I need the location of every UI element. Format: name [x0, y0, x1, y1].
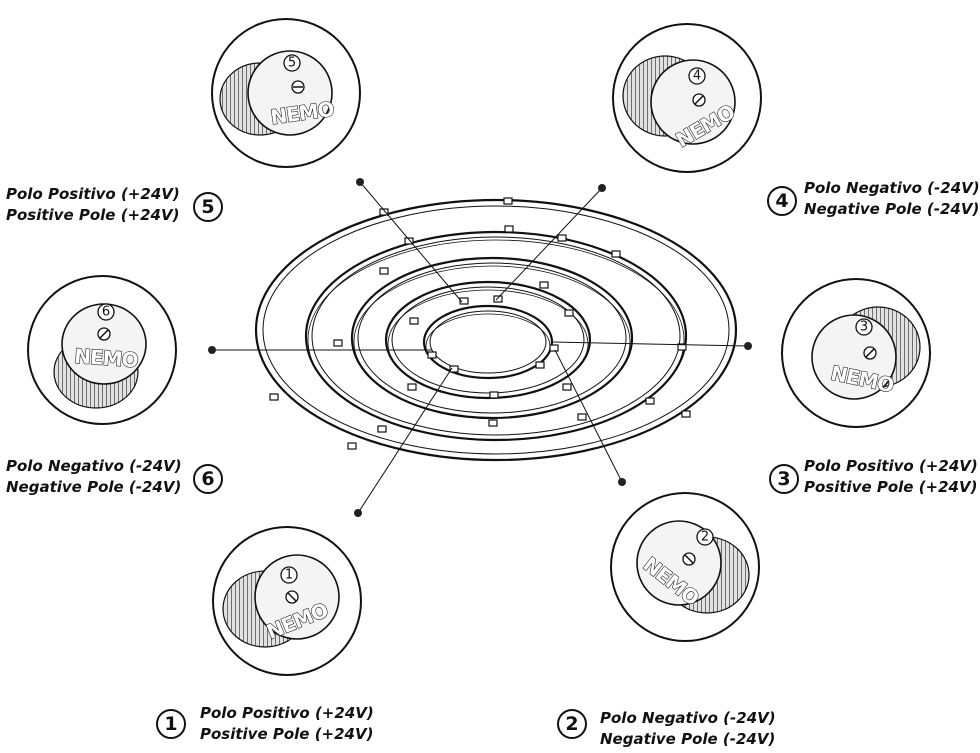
number-badge-text-6: 6 — [201, 468, 214, 490]
ring-fourth — [384, 280, 592, 400]
detail-view-5: 5 NEMO — [211, 18, 361, 168]
label-6-line1: Polo Negativo (-24V) — [6, 457, 182, 475]
number-badge-5 — [193, 192, 223, 222]
ring-inner — [422, 304, 554, 380]
number-badge-text-2: 2 — [565, 713, 578, 735]
cap-number-4: 4 — [693, 69, 701, 84]
detail-view-2: 2 NEMO — [610, 492, 760, 642]
cap-number-5: 5 — [288, 56, 296, 71]
label-1-line2: Positive Pole (+24V) — [200, 725, 373, 743]
wire-4 — [495, 187, 603, 301]
number-badge-text-3: 3 — [777, 468, 790, 490]
label-5-line2: Positive Pole (+24V) — [6, 206, 179, 224]
label-4-line2: Negative Pole (-24V) — [804, 200, 979, 218]
number-badge-3 — [769, 464, 799, 494]
detail-view-3: 3 NEMO — [781, 278, 931, 428]
terminal-2 — [618, 478, 626, 486]
ring-third — [350, 256, 634, 420]
label-6: 6 Polo Negativo (-24V) Negative Pole (-2… — [6, 457, 223, 496]
ring-joints — [269, 197, 691, 450]
label-3-line1: Polo Positivo (+24V) — [804, 457, 978, 475]
label-1-line1: Polo Positivo (+24V) — [200, 704, 374, 722]
brand-logo: NEMO — [74, 344, 139, 372]
detail-view-1: 1 NEMO — [212, 526, 362, 676]
detail-view-6: 6 NEMO — [27, 275, 177, 425]
label-1: 1 Polo Positivo (+24V) Positive Pole (+2… — [156, 704, 374, 743]
cap-number-3: 3 — [860, 320, 868, 335]
number-badge-text-4: 4 — [775, 190, 788, 212]
number-badge-text-5: 5 — [201, 196, 214, 218]
wire-1 — [357, 367, 453, 514]
number-badge-6 — [193, 464, 223, 494]
terminal-1 — [354, 509, 362, 517]
terminal-3 — [744, 342, 752, 350]
cap-number-1: 1 — [285, 568, 293, 583]
number-badge-2 — [557, 709, 587, 739]
label-5-line1: Polo Positivo (+24V) — [6, 185, 180, 203]
label-3-line2: Positive Pole (+24V) — [804, 478, 977, 496]
wire-2 — [554, 349, 623, 483]
wire-terminals — [208, 178, 752, 517]
terminal-6 — [208, 346, 216, 354]
label-6-line2: Negative Pole (-24V) — [6, 478, 181, 496]
label-4-line1: Polo Negativo (-24V) — [804, 179, 980, 197]
leader-wires — [212, 181, 749, 514]
label-2: 2 Polo Negativo (-24V) Negative Pole (-2… — [557, 709, 776, 748]
detail-view-4: 4 NEMO — [612, 23, 762, 173]
wire-3 — [551, 341, 749, 347]
led-rings — [254, 197, 738, 462]
number-badge-1 — [156, 709, 186, 739]
ring-second — [304, 230, 688, 442]
label-5: 5 Polo Positivo (+24V) Positive Pole (+2… — [6, 185, 223, 224]
terminal-4 — [598, 184, 606, 192]
label-4: 4 Polo Negativo (-24V) Negative Pole (-2… — [767, 179, 980, 218]
label-3: 3 Polo Positivo (+24V) Positive Pole (+2… — [769, 457, 978, 496]
cap-number-2: 2 — [701, 530, 709, 545]
number-badge-4 — [767, 186, 797, 216]
cap-number-6: 6 — [102, 305, 110, 320]
label-2-line2: Negative Pole (-24V) — [600, 730, 775, 748]
ring-outer — [254, 198, 738, 462]
number-badge-text-1: 1 — [164, 713, 177, 735]
terminal-5 — [356, 178, 364, 186]
label-2-line1: Polo Negativo (-24V) — [600, 709, 776, 727]
wire-5 — [359, 181, 463, 303]
